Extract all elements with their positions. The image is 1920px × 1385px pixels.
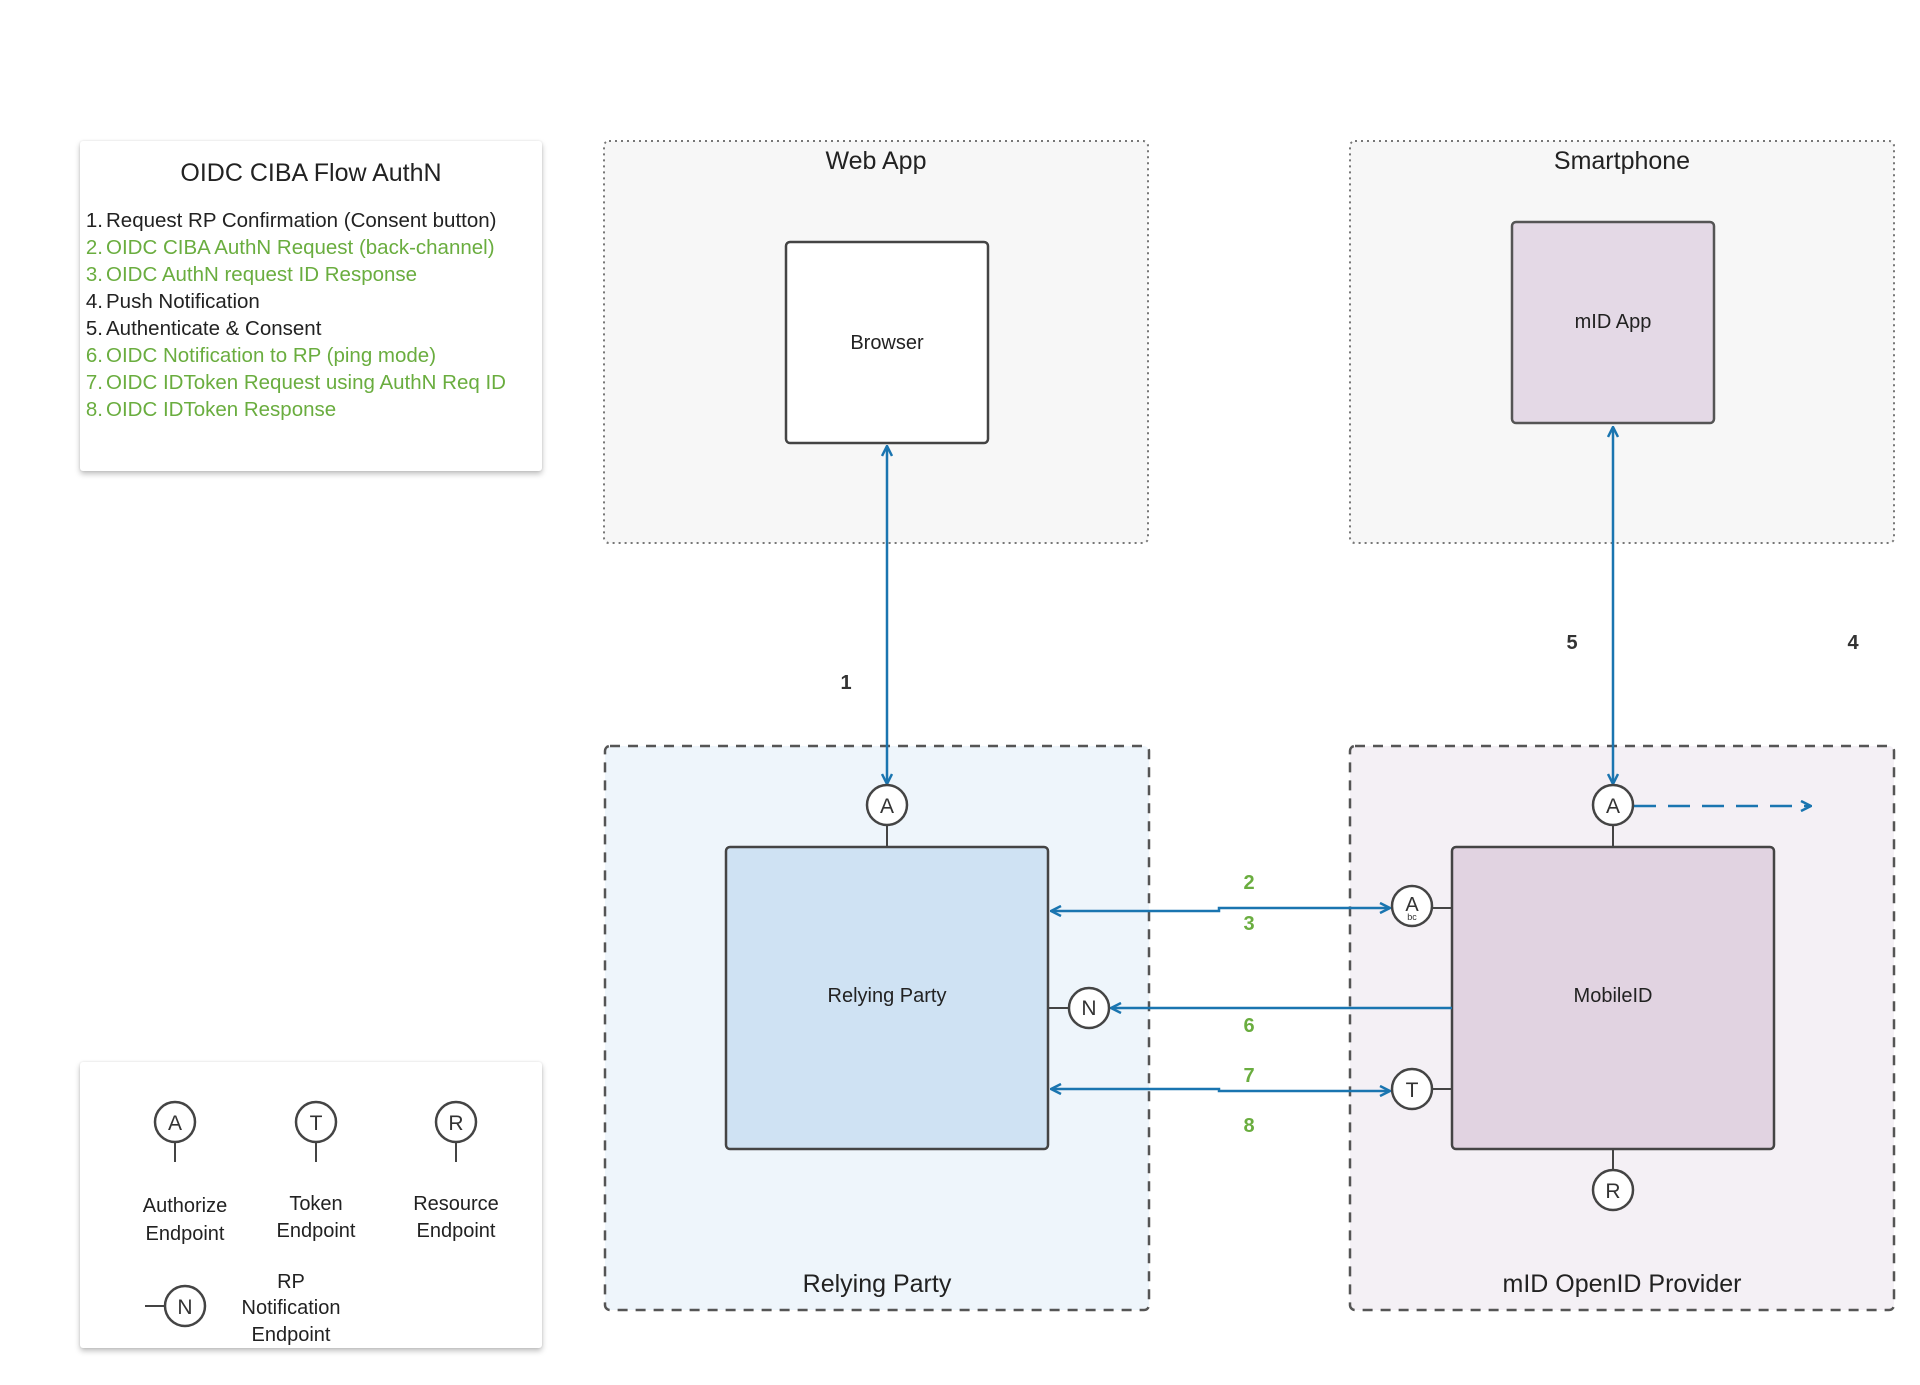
step-label-1: 1 bbox=[840, 672, 851, 694]
relying-party-label: Relying Party bbox=[828, 985, 947, 1007]
legend-step-8: 8.OIDC IDToken Response bbox=[85, 398, 337, 421]
op-resource-endpoint: R bbox=[1591, 1168, 1635, 1212]
rp-notification-endpoint: N bbox=[1067, 986, 1111, 1030]
step-label-5: 5 bbox=[1566, 632, 1577, 654]
svg-text:R: R bbox=[1605, 1180, 1620, 1203]
legend-notification-label-3: Endpoint bbox=[252, 1324, 331, 1346]
openid-provider-container-title: mID OpenID Provider bbox=[1503, 1270, 1742, 1298]
browser-label: Browser bbox=[850, 332, 924, 354]
step-label-6: 6 bbox=[1243, 1015, 1254, 1037]
relying-party-node: Relying Party bbox=[724, 845, 1050, 1151]
step-label-7: 7 bbox=[1243, 1065, 1254, 1087]
step-label-2: 2 bbox=[1243, 872, 1254, 894]
steps-legend-panel: OIDC CIBA Flow AuthN 1.Request RP Confir… bbox=[80, 141, 542, 471]
legend-step-5: 5.Authenticate & Consent bbox=[85, 317, 322, 340]
legend-resource-endpoint: R Resource Endpoint bbox=[413, 1100, 499, 1242]
legend-token-endpoint: T Token Endpoint bbox=[277, 1100, 356, 1242]
legend-step-3: 3.OIDC AuthN request ID Response bbox=[85, 263, 418, 286]
svg-text:N: N bbox=[1081, 997, 1096, 1020]
step-label-3: 3 bbox=[1243, 913, 1254, 935]
legend-notification-label-2: Notification bbox=[242, 1297, 341, 1319]
svg-text:R: R bbox=[448, 1112, 463, 1135]
legend-resource-label-1: Resource bbox=[413, 1193, 499, 1215]
legend-authorize-label-2: Endpoint bbox=[146, 1223, 225, 1245]
steps-legend-title: OIDC CIBA Flow AuthN bbox=[180, 159, 442, 187]
svg-text:N: N bbox=[177, 1296, 192, 1319]
op-backchannel-endpoint: A bc bbox=[1390, 884, 1434, 928]
svg-text:T: T bbox=[310, 1112, 323, 1135]
op-token-endpoint: T bbox=[1390, 1067, 1434, 1111]
step-label-8: 8 bbox=[1243, 1115, 1254, 1137]
legend-authorize-label-1: Authorize bbox=[143, 1195, 228, 1217]
relying-party-container-title: Relying Party bbox=[803, 1270, 952, 1298]
legend-step-6: 6.OIDC Notification to RP (ping mode) bbox=[85, 344, 437, 367]
rp-authorize-endpoint: A bbox=[865, 783, 909, 827]
browser-node: Browser bbox=[784, 240, 990, 445]
legend-token-label-2: Endpoint bbox=[277, 1220, 356, 1242]
step-label-4: 4 bbox=[1847, 632, 1859, 654]
legend-token-label-1: Token bbox=[289, 1193, 342, 1215]
flow-arrow-2-3 bbox=[1051, 908, 1390, 911]
steps-legend-list: 1.Request RP Confirmation (Consent butto… bbox=[80, 207, 535, 423]
legend-step-7: 7.OIDC IDToken Request using AuthN Req I… bbox=[85, 371, 506, 394]
flow-arrow-7-8 bbox=[1051, 1089, 1390, 1091]
legend-notification-endpoint: N RP Notification Endpoint bbox=[145, 1271, 340, 1346]
legend-authorize-endpoint: A Authorize Endpoint bbox=[143, 1100, 228, 1245]
svg-text:A: A bbox=[1405, 894, 1419, 916]
mobileid-node: MobileID bbox=[1450, 845, 1776, 1151]
svg-text:T: T bbox=[1406, 1079, 1419, 1102]
smartphone-title: Smartphone bbox=[1554, 147, 1690, 175]
legend-step-4: 4.Push Notification bbox=[85, 290, 260, 313]
legend-notification-label-1: RP bbox=[277, 1271, 305, 1293]
mid-app-label: mID App bbox=[1575, 311, 1652, 333]
mobileid-label: MobileID bbox=[1574, 985, 1653, 1007]
legend-step-1: 1.Request RP Confirmation (Consent butto… bbox=[85, 209, 497, 232]
svg-text:bc: bc bbox=[1407, 912, 1417, 922]
mid-app-node: mID App bbox=[1510, 220, 1716, 425]
svg-text:A: A bbox=[168, 1112, 182, 1135]
legend-step-2: 2.OIDC CIBA AuthN Request (back-channel) bbox=[85, 236, 495, 259]
legend-resource-label-2: Endpoint bbox=[417, 1220, 496, 1242]
op-authorize-endpoint: A bbox=[1591, 783, 1635, 827]
svg-text:A: A bbox=[880, 795, 894, 818]
svg-text:A: A bbox=[1606, 795, 1620, 818]
web-app-title: Web App bbox=[825, 147, 926, 175]
